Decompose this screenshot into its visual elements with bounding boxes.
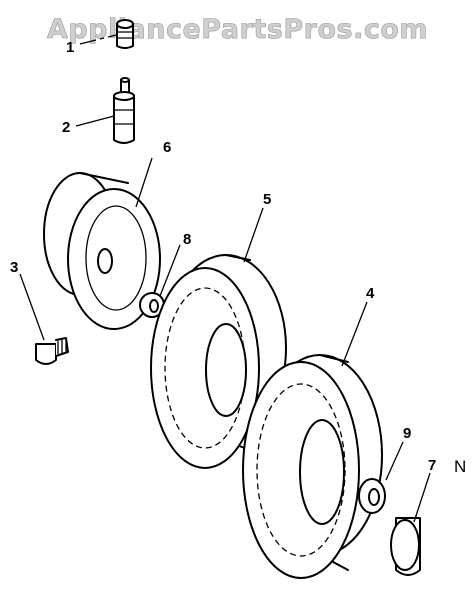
callout-3: 3: [10, 259, 18, 276]
callout-5: 5: [263, 191, 271, 208]
callout-8: 8: [183, 231, 191, 248]
callout-4: 4: [366, 285, 375, 302]
part-5-tire[interactable]: [150, 254, 287, 469]
callout-1: 1: [66, 39, 74, 56]
callout-7: 7: [428, 457, 436, 474]
part-6-wheel-rim[interactable]: [43, 172, 161, 330]
leader-lines: [19, 34, 431, 523]
part-1-valve-cap[interactable]: [116, 19, 134, 49]
watermark: AppliancePartsPros.com: [46, 14, 429, 46]
part-2-valve-stem[interactable]: [113, 77, 135, 144]
callout-2: 2: [62, 119, 70, 136]
callout-6: 6: [163, 139, 171, 156]
part-3-lug-bolt[interactable]: [35, 337, 69, 365]
corner-mark: N: [454, 457, 466, 476]
part-7-bushing[interactable]: [390, 517, 421, 576]
part-9-washer[interactable]: [358, 478, 386, 514]
callout-9: 9: [403, 425, 411, 442]
part-4-tire[interactable]: [242, 354, 383, 579]
